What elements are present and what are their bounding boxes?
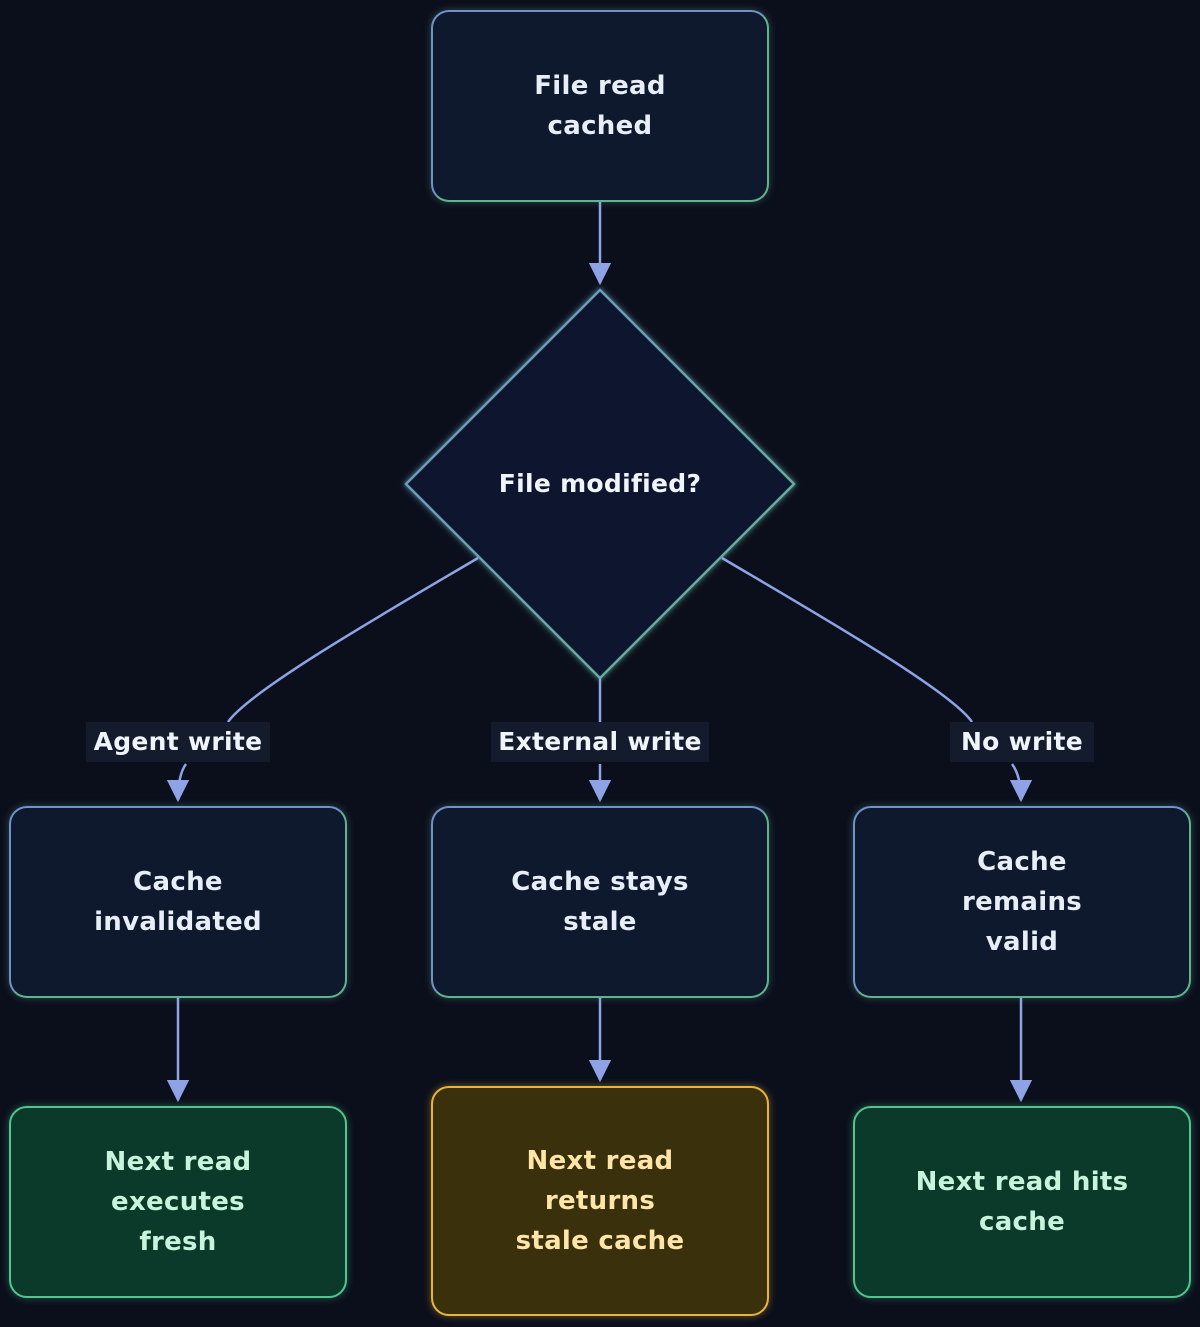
- node-next-read-returns-stale-cache: Next read returns stale cache: [431, 1086, 769, 1316]
- node-cache-invalidated-label: Cache invalidated: [94, 867, 262, 937]
- node-cache-invalidated: Cache invalidated: [9, 806, 347, 998]
- node-cache-stays-stale: Cache stays stale: [431, 806, 769, 998]
- node-next-read-hits-cache: Next read hits cache: [853, 1106, 1191, 1298]
- edge-label-external-write: External write: [491, 722, 709, 762]
- edge-agent-write-tail: [166, 763, 190, 803]
- node-next-read-returns-stale-cache-label: Next read returns stale cache: [515, 1146, 685, 1256]
- node-next-read-executes-fresh-label: Next read executes fresh: [104, 1147, 252, 1257]
- edge-no-write-tail: [1009, 763, 1033, 803]
- node-file-read-cached: File read cached: [431, 10, 769, 202]
- decision-label: File modified?: [498, 469, 702, 498]
- node-next-read-executes-fresh: Next read executes fresh: [9, 1106, 347, 1298]
- node-next-read-hits-cache-label: Next read hits cache: [915, 1167, 1129, 1237]
- edge-agent-write: [226, 556, 479, 723]
- edge-label-agent-write: Agent write: [86, 722, 270, 762]
- edge-label-no-write: No write: [950, 722, 1094, 762]
- edge-no-write: [721, 556, 974, 723]
- node-cache-stays-stale-label: Cache stays stale: [511, 867, 689, 937]
- node-cache-remains-valid: Cache remains valid: [853, 806, 1191, 998]
- node-file-read-cached-label: File read cached: [534, 71, 666, 141]
- node-cache-remains-valid-label: Cache remains valid: [961, 847, 1083, 957]
